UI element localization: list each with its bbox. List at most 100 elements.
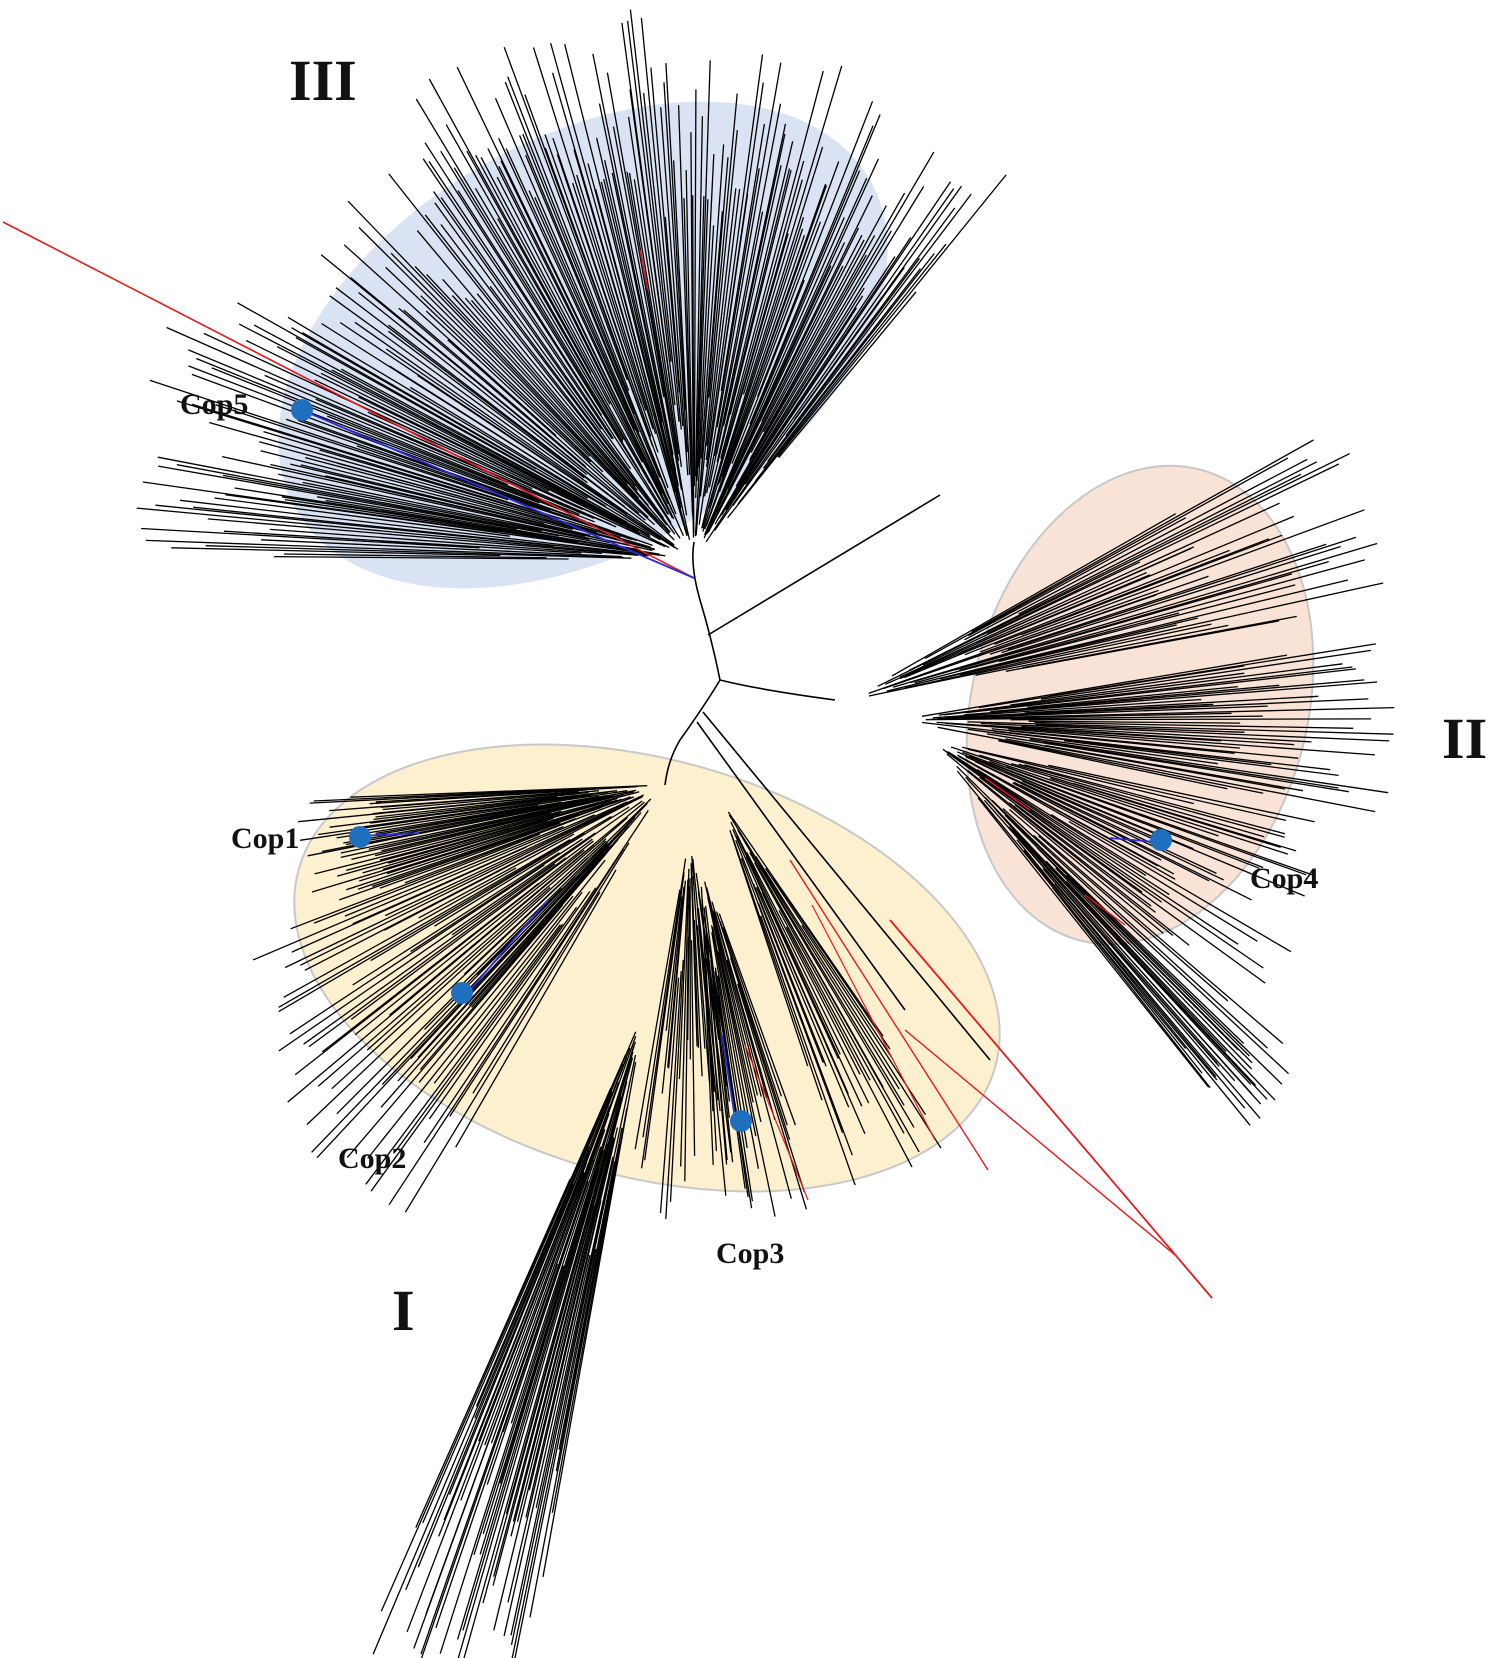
tree-branch <box>343 244 557 437</box>
tree-branch <box>489 285 676 535</box>
tree-branch <box>418 895 574 1083</box>
tree-branch <box>370 906 578 1192</box>
tree-branch <box>551 72 654 417</box>
cop5-label: Cop5 <box>180 388 248 421</box>
tree-branch <box>347 200 664 529</box>
tree-branch <box>463 857 589 975</box>
tree-branch <box>375 785 638 803</box>
tree-branch <box>690 940 696 1157</box>
tree-branch <box>434 202 664 519</box>
tree-branch <box>978 665 1245 709</box>
tree-branch <box>957 754 1159 867</box>
tree-branch <box>215 404 509 501</box>
tree-branch <box>397 866 592 1082</box>
tree-branch <box>1008 728 1240 749</box>
tree-branch <box>979 754 1281 849</box>
tree-branch <box>718 221 822 493</box>
tree-branch <box>297 419 653 547</box>
tree-branch <box>309 789 574 804</box>
tree-branch <box>626 171 671 422</box>
tree-branch <box>362 799 612 874</box>
tree-branch <box>737 253 935 505</box>
tree-branch <box>868 623 1212 697</box>
tree-branch <box>388 324 626 508</box>
tree-branch <box>735 192 906 487</box>
tree-branch <box>462 798 652 985</box>
tree-branch <box>564 44 682 509</box>
tree-branch <box>208 421 598 534</box>
tree-branch <box>730 821 870 1104</box>
tree-branch <box>946 751 1266 984</box>
tree-branch <box>499 1041 636 1484</box>
tree-branch <box>669 959 684 1202</box>
tree-branch <box>473 1044 635 1555</box>
tree-branch <box>677 105 694 513</box>
tree-backbone <box>664 494 991 1061</box>
tree-branch <box>612 126 665 398</box>
tree-branch <box>423 887 597 1144</box>
tree-branch <box>426 273 658 522</box>
tree-branch <box>594 188 672 472</box>
tree-branch <box>700 144 725 459</box>
tree-branch <box>595 137 663 423</box>
tree-branch <box>1027 685 1238 709</box>
tree-branch <box>760 915 856 1186</box>
tree-branch <box>961 746 1287 822</box>
tree-branch <box>704 905 731 1102</box>
tree-branch <box>331 838 607 1090</box>
tree-branch <box>704 935 719 1101</box>
tree-branch <box>750 239 865 453</box>
tree-branch <box>316 496 660 555</box>
tree-branch <box>705 170 861 533</box>
tree-branch <box>303 863 556 1045</box>
tree-branch <box>989 543 1327 655</box>
tree-branch <box>1023 849 1203 1074</box>
tree-branch <box>440 197 632 470</box>
tree-branch <box>460 1171 585 1501</box>
tree-branch <box>304 795 643 971</box>
tree-branch <box>762 193 972 469</box>
tree-branch <box>252 814 595 961</box>
tree-branch <box>425 310 649 518</box>
tree-branch <box>528 190 674 513</box>
tree-branch <box>986 463 1340 635</box>
tree-branch <box>665 63 687 410</box>
tree-branch <box>409 386 607 507</box>
tree-branch <box>693 89 697 487</box>
tree-branch <box>510 1146 602 1424</box>
tree-branch <box>354 321 674 547</box>
tree-branch <box>964 549 1230 656</box>
tree-branch <box>891 513 1177 677</box>
tree-branch <box>291 327 537 470</box>
tree-branch <box>959 559 1365 671</box>
tree-branch <box>690 863 698 1047</box>
tree-branch <box>1054 883 1217 1078</box>
tree-branch <box>472 842 630 1094</box>
tree-branch <box>892 542 1378 688</box>
tree-branch <box>419 839 619 1070</box>
tree-branch <box>697 60 711 436</box>
tree-branch <box>420 1263 559 1658</box>
tree-branch <box>176 464 640 551</box>
tree-branch <box>142 481 499 533</box>
tree-branch <box>329 791 609 828</box>
tree-branch <box>735 840 824 1064</box>
tree-branch <box>606 72 683 491</box>
tree-branch <box>710 177 868 522</box>
tree-branch <box>899 572 1147 680</box>
tree-branch <box>544 134 652 437</box>
tree-branch <box>365 924 561 1185</box>
tree-branch <box>470 299 671 533</box>
tree-branch <box>959 624 1177 676</box>
tree-branch <box>290 463 591 537</box>
tree-branch <box>697 891 720 1040</box>
tree-branch <box>714 188 955 531</box>
tree-branch <box>207 518 638 556</box>
tree-branch <box>339 321 601 498</box>
tree-branch <box>344 825 564 917</box>
tree-branch <box>727 242 846 490</box>
tree-branch <box>706 227 860 535</box>
tree-branch <box>752 883 827 1067</box>
tree-branch <box>314 810 562 875</box>
